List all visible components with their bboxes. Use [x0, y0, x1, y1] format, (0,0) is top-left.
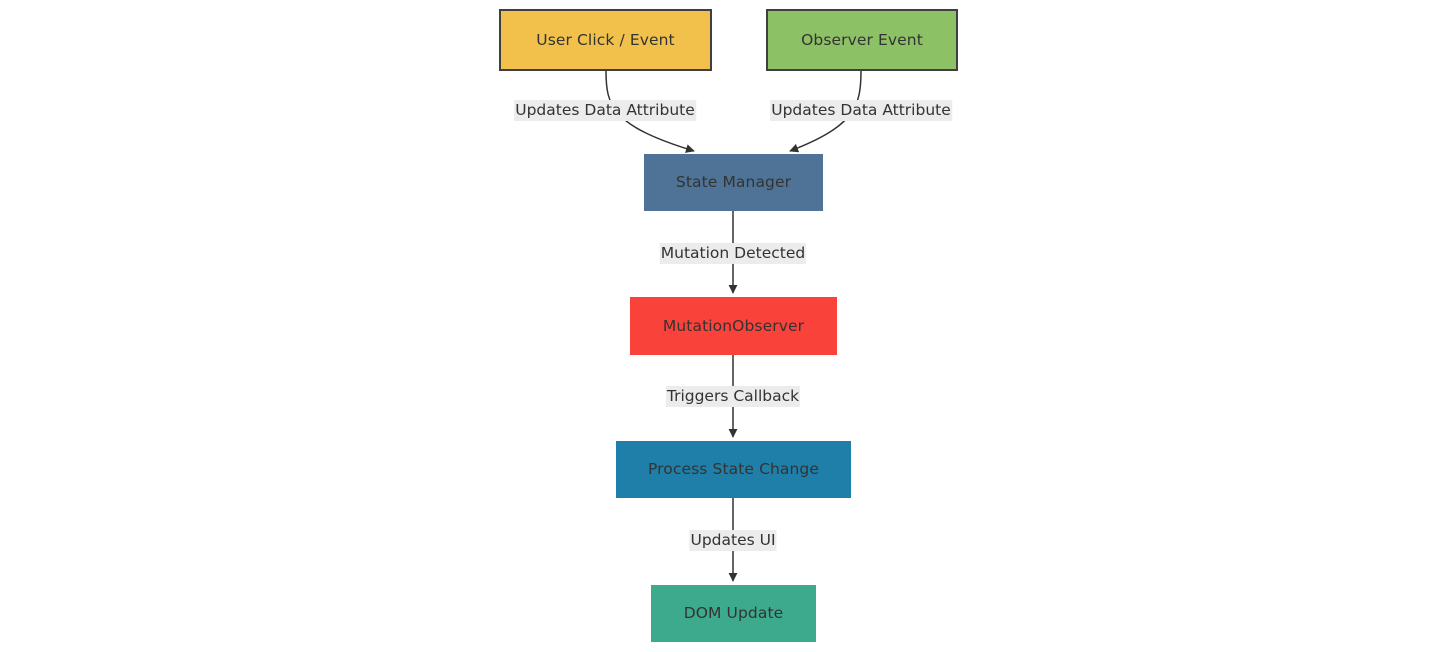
node-state-manager[interactable]: State Manager: [644, 154, 823, 211]
node-observer-event[interactable]: Observer Event: [766, 9, 958, 71]
edge-label-triggers-callback: Triggers Callback: [665, 386, 801, 407]
node-user-click-event[interactable]: User Click / Event: [499, 9, 712, 71]
edge-label-mutation-detected: Mutation Detected: [659, 243, 807, 264]
node-dom-update[interactable]: DOM Update: [651, 585, 816, 642]
edge-label-updates-ui: Updates UI: [689, 530, 777, 551]
node-mutation-observer[interactable]: MutationObserver: [630, 297, 837, 355]
edge-label-updates-data-attribute-right: Updates Data Attribute: [770, 100, 952, 121]
edge-label-updates-data-attribute-left: Updates Data Attribute: [514, 100, 696, 121]
node-process-state-change[interactable]: Process State Change: [616, 441, 851, 498]
